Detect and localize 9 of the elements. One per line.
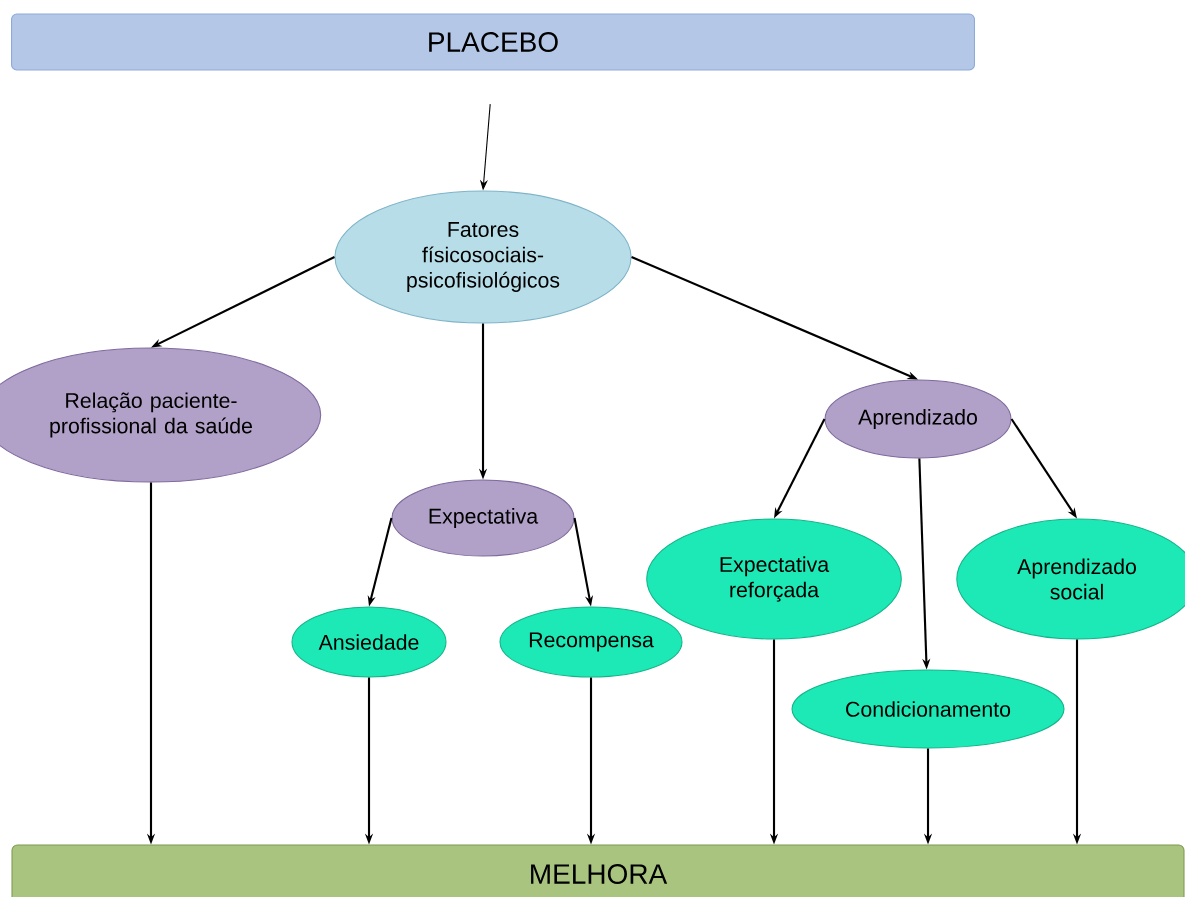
ellipse-node: Condicionamento — [791, 669, 1065, 749]
ellipse-node: Aprendizado — [824, 379, 1012, 459]
ellipse-node: Expectativa — [391, 479, 575, 557]
title-bar: PLACEBO — [11, 13, 975, 71]
ellipse-node: Fatores físicosociais-psicofisiológicos — [334, 190, 632, 324]
ellipse-node: Ansiedade — [291, 606, 447, 678]
title-bar: MELHORA — [11, 844, 1185, 897]
ellipse-node: Recompensa — [499, 606, 683, 678]
ellipse-node: Aprendizado social — [956, 518, 1185, 640]
